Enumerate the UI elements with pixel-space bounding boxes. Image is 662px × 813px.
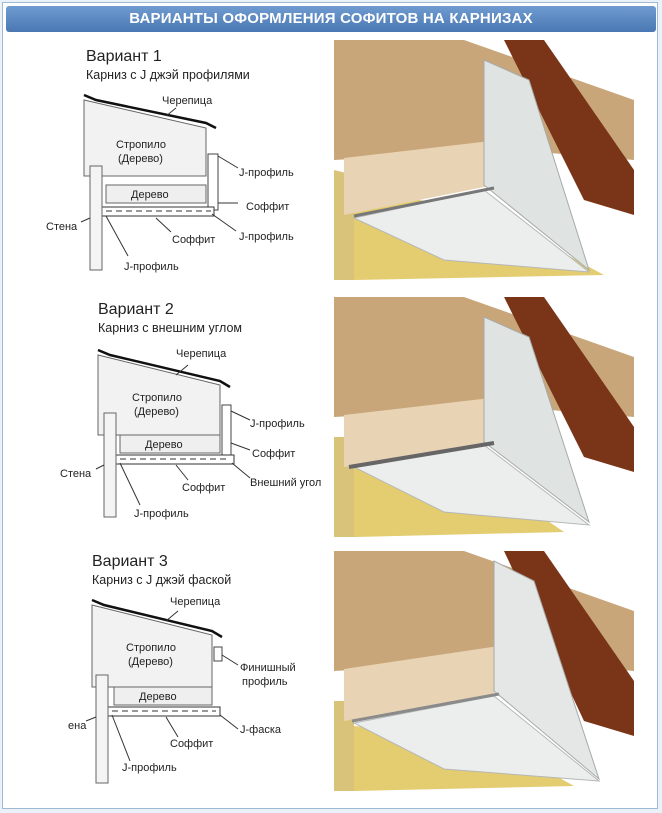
label-rafter-line2: (Дерево) [134, 406, 179, 418]
wood-block [113, 686, 213, 706]
leader-line [217, 155, 239, 169]
variant-title: Вариант 3 [92, 553, 168, 570]
variant-3-diagram: Черепица Стропило (Дерево) Дерево ена Фи… [68, 596, 296, 784]
wall-block [89, 165, 103, 271]
variant-2-panel: Вариант 2 Карниз с внешним углом Черепиц… [6, 293, 656, 548]
label-right-mid: Соффит [252, 448, 295, 460]
fascia-j-profile [207, 153, 219, 211]
label-right-top: J-профиль [239, 167, 294, 179]
leader-line [230, 442, 251, 451]
label-wood: Дерево [131, 189, 169, 201]
leader-line [165, 610, 179, 622]
label-right-bottom: J-профиль [239, 231, 294, 243]
label-wall: Стена [60, 468, 92, 480]
label-right-bottom: J-фаска [240, 724, 282, 736]
roof-tile-line [97, 348, 231, 389]
wood-block [105, 184, 207, 204]
variant-1-photo [334, 40, 634, 280]
leader-line [105, 215, 129, 257]
finish-profile [213, 646, 223, 662]
variant-subtitle: Карниз с внешним углом [98, 321, 242, 335]
leader-line [219, 714, 239, 730]
label-soffit-under: Соффит [172, 234, 215, 246]
leader-line [175, 464, 189, 481]
wall-plaster [334, 701, 354, 791]
variant-subtitle: Карниз с J джэй фаской [92, 573, 232, 587]
leader-line [211, 213, 237, 232]
roof-tile-line [83, 93, 217, 130]
label-soffit-under: Соффит [182, 482, 225, 494]
title-bar: ВАРИАНТЫ ОФОРМЛЕНИЯ СОФИТОВ НА КАРНИЗАХ [6, 6, 656, 32]
label-roof: Черепица [170, 596, 221, 608]
label-wall: ена [68, 720, 87, 732]
label-bottom-profile: J-профиль [124, 261, 179, 273]
label-rafter-line2: (Дерево) [118, 153, 163, 165]
fascia-j-profile [221, 404, 232, 464]
variant-title: Вариант 1 [86, 48, 162, 65]
label-rafter-line1: Стропило [132, 392, 182, 404]
label-wall: Стена [46, 221, 78, 233]
label-wood: Дерево [145, 439, 183, 451]
label-bottom-profile: J-профиль [134, 508, 189, 520]
wood-board [344, 397, 499, 467]
leader-line [95, 464, 105, 470]
roof-tiles [504, 297, 634, 472]
leader-line [175, 364, 189, 376]
j-chamfer-profile [351, 692, 500, 723]
label-rafter-line1: Стропило [126, 642, 176, 654]
leader-line [119, 462, 141, 506]
label-right-bottom: Внешний угол [250, 477, 321, 489]
leader-line [165, 716, 179, 738]
variant-2-photo [334, 297, 634, 537]
leader-line [165, 107, 177, 117]
label-rafter-line2: (Дерево) [128, 656, 173, 668]
wood-block [119, 434, 221, 454]
variant-1-diagram: Черепица Стропило (Дерево) Дерево Стена … [46, 93, 294, 273]
leader-line [80, 217, 91, 223]
roof-tiles [504, 40, 634, 215]
label-roof: Черепица [162, 95, 213, 107]
variant-3-photo [334, 551, 634, 791]
leader-line [230, 410, 251, 421]
wall-block [103, 412, 117, 518]
label-bottom-profile: J-профиль [122, 762, 177, 774]
label-right-top-line1: Финишный [240, 662, 296, 674]
fascia-panel [483, 316, 590, 524]
fascia-panel [483, 59, 590, 272]
outer-corner-profile [348, 441, 495, 469]
wall-block [95, 674, 109, 784]
leader-line [111, 714, 131, 762]
wood-board [344, 140, 499, 215]
fascia-panel [493, 560, 601, 781]
leader-line [85, 716, 97, 722]
label-roof: Черепица [176, 348, 227, 360]
leader-line [231, 462, 251, 479]
leader-line [221, 654, 239, 666]
wood-board [344, 646, 499, 721]
variant-title: Вариант 2 [98, 301, 174, 318]
rafter-block [83, 99, 207, 177]
variant-2-diagram: Черепица Стропило (Дерево) Дерево Стена … [60, 348, 321, 520]
variant-3-panel: Вариант 3 Карниз с J джэй фаской Черепиц… [6, 547, 656, 802]
leader-line [155, 217, 172, 233]
page-title: ВАРИАНТЫ ОФОРМЛЕНИЯ СОФИТОВ НА КАРНИЗАХ [129, 10, 533, 27]
roof-tile-line [91, 598, 223, 639]
variant-1-panel: Вариант 1 Карниз с J джэй профилями Чере… [6, 38, 656, 293]
label-right-top: J-профиль [250, 418, 305, 430]
label-right-top-line2: профиль [242, 676, 288, 688]
variant-subtitle: Карниз с J джэй профилями [86, 68, 250, 82]
j-profile [353, 186, 495, 218]
label-right-mid: Соффит [246, 201, 289, 213]
label-soffit-under: Соффит [170, 738, 213, 750]
label-rafter-line1: Стропило [116, 139, 166, 151]
label-wood: Дерево [139, 691, 177, 703]
